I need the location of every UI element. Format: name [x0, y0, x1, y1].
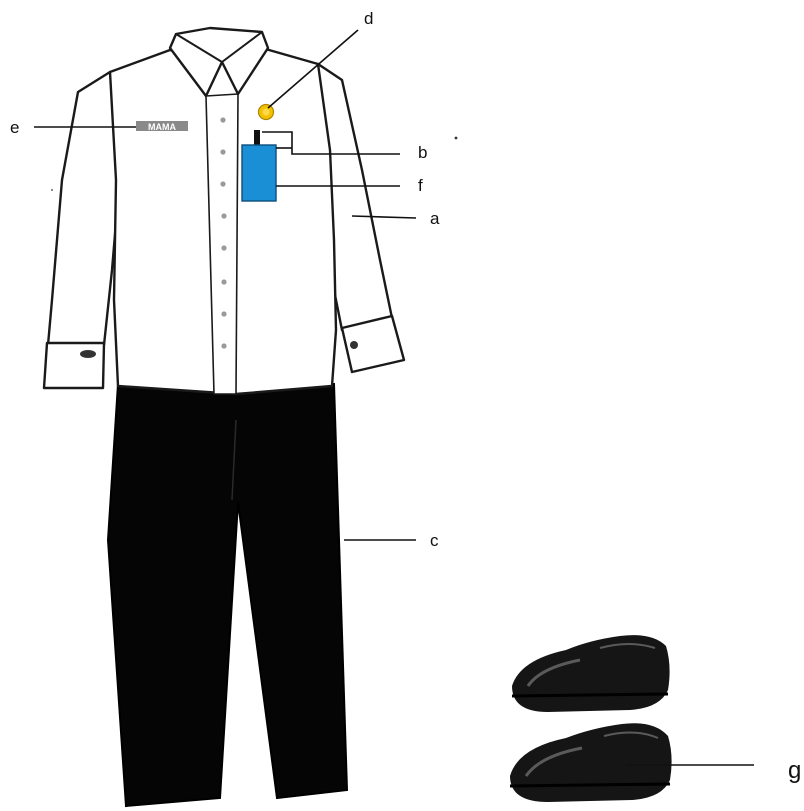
shoe-top — [512, 635, 670, 712]
left-cuff — [44, 343, 104, 388]
right-cufflink — [350, 341, 358, 349]
speck — [455, 137, 458, 140]
label-a: a — [430, 209, 440, 228]
label-b: b — [418, 143, 427, 162]
shirt — [44, 28, 404, 394]
svg-text:MAMA: MAMA — [148, 122, 176, 132]
left-cufflink — [80, 350, 96, 358]
label-g: g — [788, 757, 801, 784]
label-c: c — [430, 531, 439, 550]
shirt-badge: MAMA — [136, 121, 188, 132]
pin-badge — [259, 105, 274, 120]
shoe-bottom — [510, 723, 672, 802]
label-d: d — [364, 9, 373, 28]
trousers — [108, 384, 347, 806]
label-f: f — [418, 176, 423, 195]
speck — [51, 189, 53, 191]
left-sleeve — [48, 72, 120, 345]
label-e: e — [10, 118, 19, 137]
